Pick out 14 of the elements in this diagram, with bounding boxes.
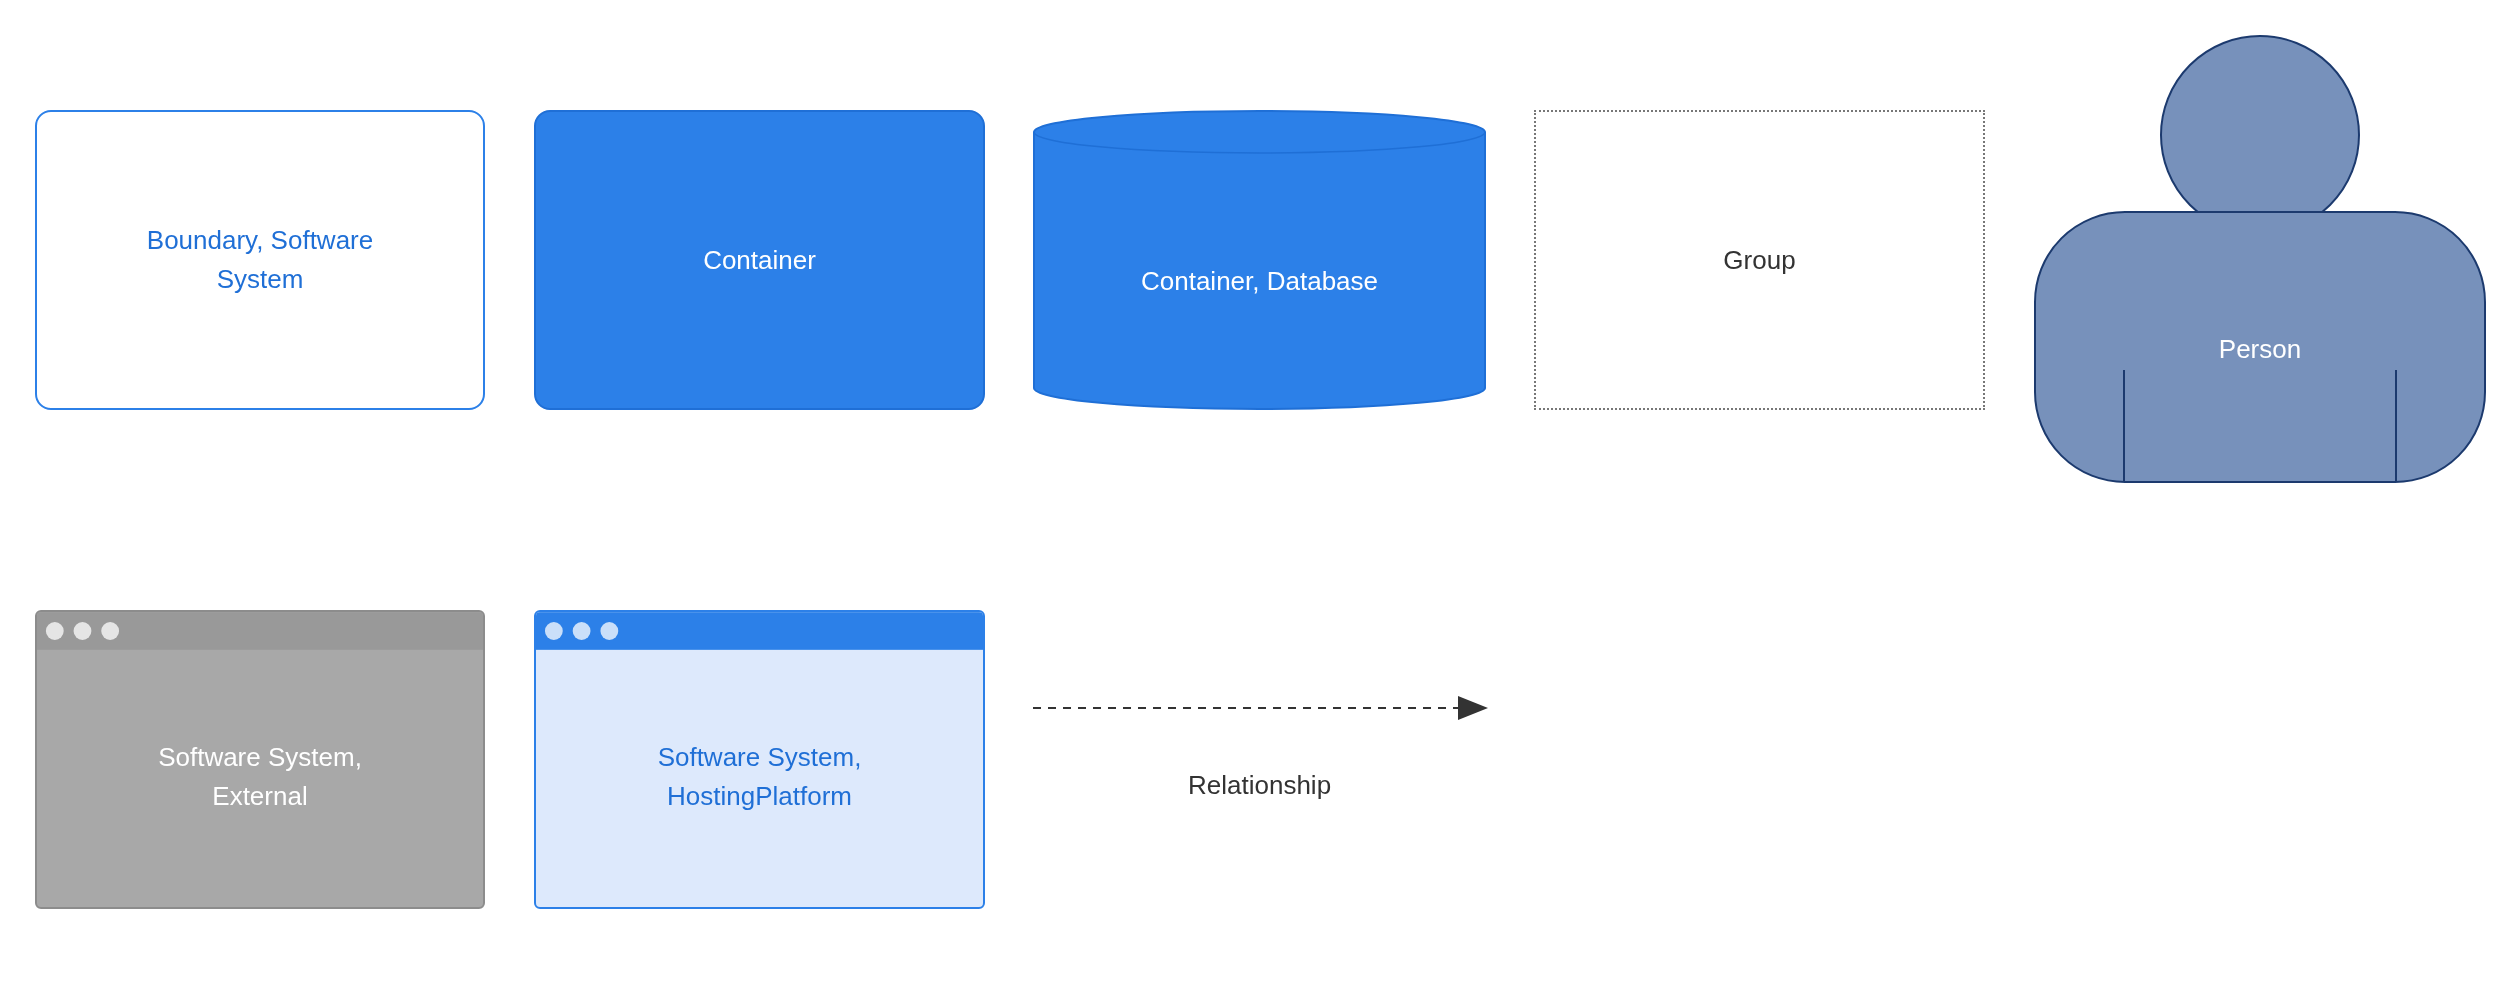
node-label: Container, Database — [1140, 264, 1379, 298]
relationship-label: Relationship — [1188, 770, 1332, 801]
container-block — [534, 110, 985, 410]
node-label: Boundary, Software System — [145, 224, 375, 296]
external-system-window — [35, 610, 485, 909]
node-label: Software System, External — [157, 741, 363, 814]
node-label: Group — [1722, 243, 1797, 277]
hosting-system-window — [534, 610, 985, 909]
node-label: Person — [2217, 332, 2303, 366]
boundary-frame — [35, 110, 485, 410]
group-frame — [1534, 110, 1985, 410]
node-label: Container — [702, 243, 817, 277]
node-label: Software System, HostingPlatform — [656, 741, 863, 814]
database-cylinder — [1033, 110, 1486, 410]
